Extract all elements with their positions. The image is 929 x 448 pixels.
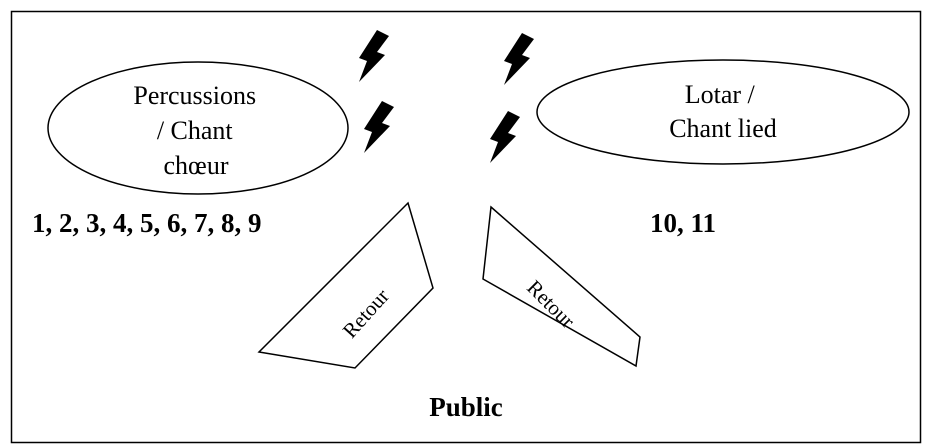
left-channel-numbers: 1, 2, 3, 4, 5, 6, 7, 8, 9 bbox=[32, 208, 262, 238]
lightning-bolt-icon bbox=[490, 111, 520, 163]
left-monitor-shape bbox=[257, 201, 434, 369]
right-oval bbox=[536, 59, 910, 165]
left-musician-group: Percussions / Chant chœur bbox=[47, 61, 349, 195]
left-oval bbox=[47, 61, 349, 195]
right-musician-group: Lotar / Chant lied bbox=[536, 59, 910, 165]
lightning-bolt-icon bbox=[359, 30, 389, 82]
right-monitor-shape bbox=[482, 205, 641, 368]
right-oval-label: Lotar / Chant lied bbox=[669, 80, 777, 143]
left-oval-label: Percussions / Chant chœur bbox=[133, 81, 262, 180]
right-channel-numbers: 10, 11 bbox=[650, 208, 716, 238]
left-monitor-wedge: Retour bbox=[257, 201, 434, 369]
right-monitor-wedge: Retour bbox=[482, 205, 641, 368]
outer-border bbox=[10, 10, 922, 444]
lightning-bolt-icon bbox=[364, 101, 394, 153]
audience-label: Public bbox=[429, 392, 503, 422]
lightning-bolt-icon bbox=[504, 33, 534, 85]
